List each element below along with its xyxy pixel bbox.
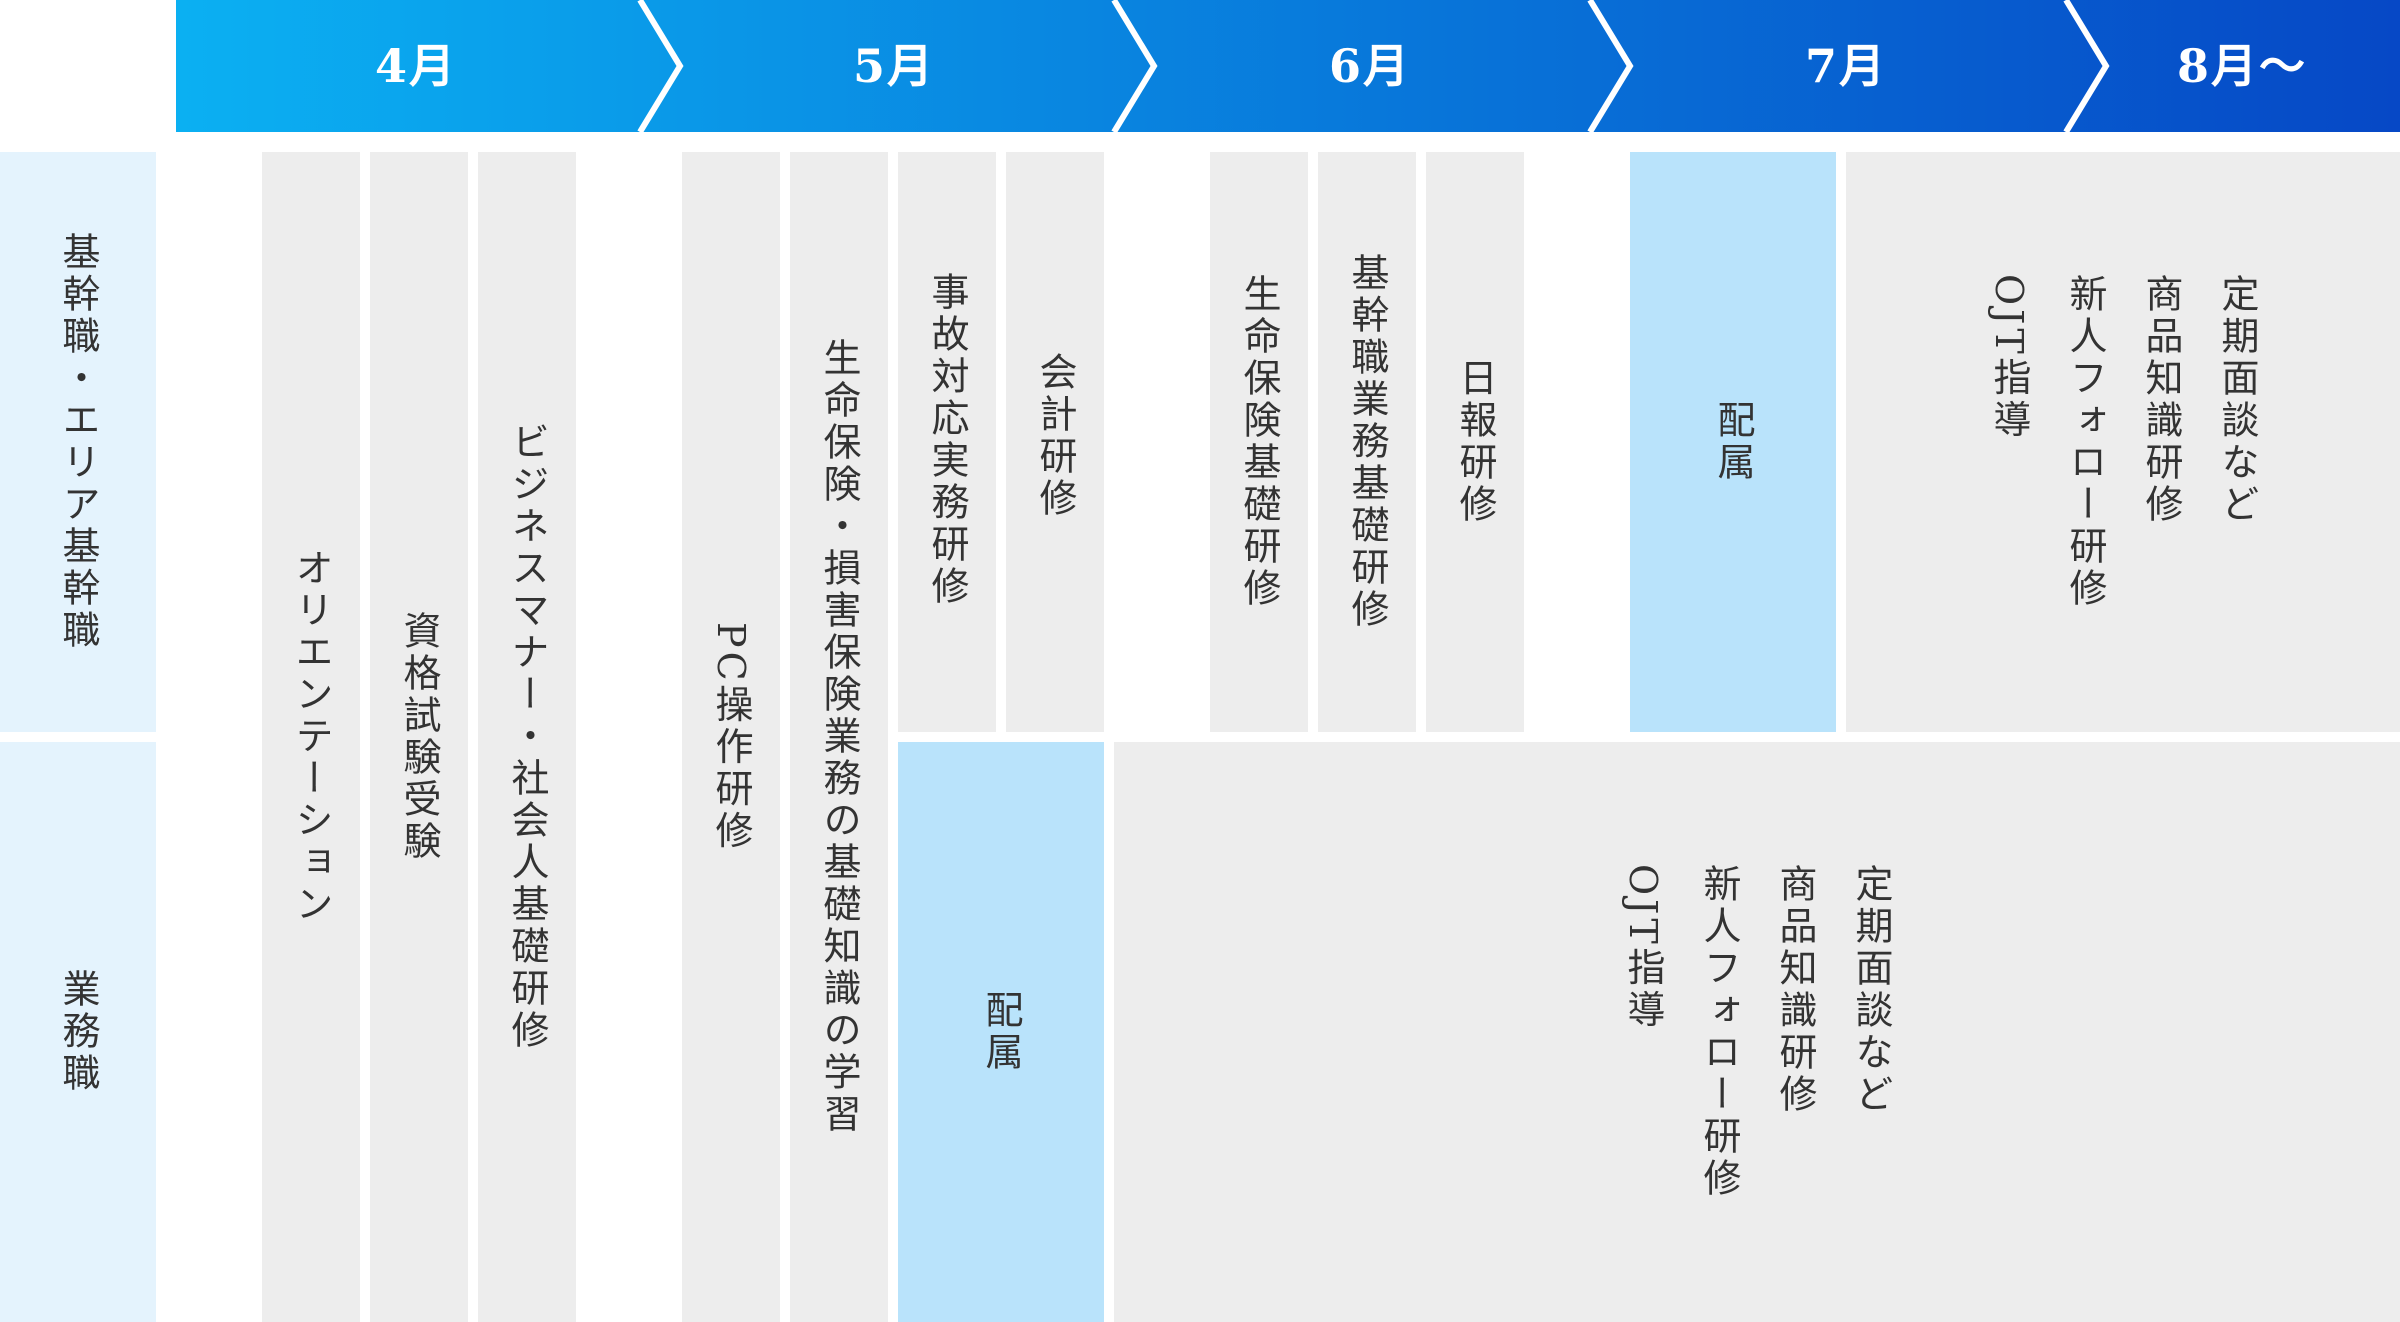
program-accident-text: 事故対応実務研修 bbox=[925, 272, 969, 608]
chevron-divider-3 bbox=[1587, 0, 1634, 132]
timeline-arrow-band bbox=[176, 0, 2400, 132]
month-may: 5月 bbox=[852, 39, 935, 93]
assignment-career-text: 配属 bbox=[1711, 400, 1755, 484]
program-accounting-text: 会計研修 bbox=[1033, 352, 1077, 520]
chevron-divider-1 bbox=[637, 0, 684, 132]
followup-clerical-list: 定期面談など 商品知識研修 新人フォロー研修 OJT指導 bbox=[1605, 864, 1909, 1200]
assignment-clerical-track: 配属 bbox=[898, 742, 1104, 1322]
row-label-clerical-track: 業務職 bbox=[0, 742, 156, 1322]
program-daily-report: 日報研修 bbox=[1426, 152, 1524, 732]
chevron-divider-2 bbox=[1111, 0, 1158, 132]
program-insurance-text: 生命保険・損害保険業務の基礎知識の学習 bbox=[817, 338, 861, 1136]
program-life-insurance-text: 生命保険基礎研修 bbox=[1237, 274, 1281, 610]
assignment-career-track: 配属 bbox=[1630, 152, 1836, 732]
program-qualification-exam: 資格試験受験 bbox=[370, 152, 468, 1322]
followup-clerical-item: 定期面談など bbox=[1849, 864, 1893, 1116]
followup-clerical-track: 定期面談など 商品知識研修 新人フォロー研修 OJT指導 bbox=[1114, 742, 2400, 1322]
followup-clerical-item: 新人フォロー研修 bbox=[1697, 864, 1741, 1200]
month-august-onward: 8月〜 bbox=[2176, 39, 2307, 93]
program-accident-handling: 事故対応実務研修 bbox=[898, 152, 996, 732]
program-orientation: オリエンテーション bbox=[262, 152, 360, 1322]
assignment-clerical-text: 配属 bbox=[979, 990, 1023, 1074]
followup-clerical-item: 商品知識研修 bbox=[1773, 864, 1817, 1116]
program-pc-training: PC操作研修 bbox=[682, 152, 780, 1322]
program-business-manner: ビジネスマナー・社会人基礎研修 bbox=[478, 152, 576, 1322]
program-business-manner-text: ビジネスマナー・社会人基礎研修 bbox=[505, 422, 549, 1052]
month-june: 6月 bbox=[1328, 39, 1411, 93]
program-insurance-basics: 生命保険・損害保険業務の基礎知識の学習 bbox=[790, 152, 888, 1322]
row-label-career-text: 基幹職・エリア基幹職 bbox=[56, 232, 100, 652]
followup-career-item: OJT指導 bbox=[1987, 274, 2031, 442]
followup-career-list: 定期面談など 商品知識研修 新人フォロー研修 OJT指導 bbox=[1971, 274, 2275, 610]
followup-career-track: 定期面談など 商品知識研修 新人フォロー研修 OJT指導 bbox=[1846, 152, 2400, 732]
program-qualification-text: 資格試験受験 bbox=[397, 611, 441, 863]
row-label-clerical-text: 業務職 bbox=[56, 969, 100, 1095]
followup-career-item: 定期面談など bbox=[2215, 274, 2259, 526]
program-orientation-text: オリエンテーション bbox=[289, 548, 333, 926]
program-career-basic-text: 基幹職業務基礎研修 bbox=[1345, 253, 1389, 631]
timeline-header: 4月 5月 6月 7月 8月〜 bbox=[0, 0, 2400, 132]
month-july: 7月 bbox=[1804, 39, 1887, 93]
program-life-insurance-basic: 生命保険基礎研修 bbox=[1210, 152, 1308, 732]
program-accounting: 会計研修 bbox=[1006, 152, 1104, 732]
row-label-career-track: 基幹職・エリア基幹職 bbox=[0, 152, 156, 732]
program-career-basic: 基幹職業務基礎研修 bbox=[1318, 152, 1416, 732]
month-april: 4月 bbox=[374, 39, 457, 93]
program-pc-text: PC操作研修 bbox=[709, 621, 753, 853]
followup-career-item: 商品知識研修 bbox=[2139, 274, 2183, 526]
program-daily-report-text: 日報研修 bbox=[1453, 358, 1497, 526]
chevron-divider-4 bbox=[2063, 0, 2110, 132]
followup-career-item: 新人フォロー研修 bbox=[2063, 274, 2107, 610]
followup-clerical-item: OJT指導 bbox=[1621, 864, 1665, 1032]
